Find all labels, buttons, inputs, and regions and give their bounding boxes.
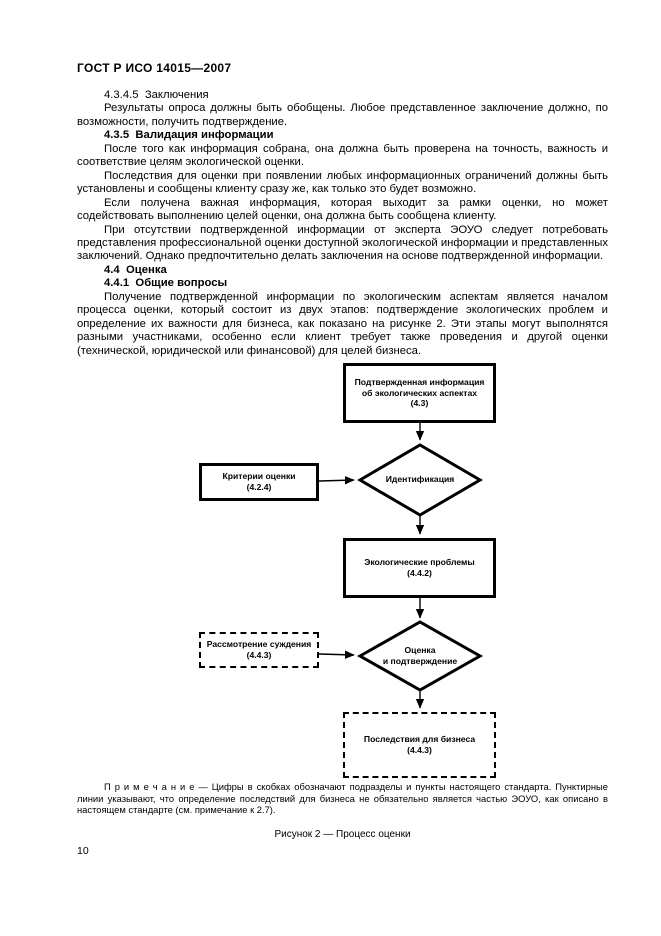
document-header: ГОСТ Р ИСО 14015—2007 [77,61,232,75]
business-consequences-label: Последствия для бизнеса [363,734,476,745]
judgement-label: Рассмотрение суждения [206,639,312,650]
validated-info-ref: (4.3) [410,398,429,409]
flowchart-connectors [318,423,484,709]
business-consequences-ref: (4.4.3) [407,745,432,755]
figure-caption: Рисунок 2 — Процесс оценки [274,829,411,840]
section-heading-435: 4.3.5 Валидация информации [104,129,274,142]
section-heading-44: 4.4 Оценка [104,263,167,276]
judgement-ref: (4.4.3) [246,650,272,660]
judgement-box: Рассмотрение суждения (4.4.3) [199,632,319,668]
body-text: 4.3.4.5 Заключения Результаты опроса дол… [77,89,608,358]
arrow-judgement-to-evaluation [318,650,355,659]
criteria-box: Критерии оценки (4.2.4) [199,463,319,501]
identification-diamond-label: Идентификация [385,474,455,484]
environmental-issues-ref: (4.4.2) [407,568,432,578]
evaluation-diamond-label: Оценка и подтверждение [382,645,458,666]
body-paragraph: После того как информация собрана, она д… [77,142,608,169]
identification-diamond [357,443,483,517]
business-consequences-box: Последствия для бизнеса (4.4.3) [343,712,496,778]
body-paragraph: Последствия для оценки при появлении люб… [77,169,608,196]
criteria-ref: (4.2.4) [246,482,272,492]
section-heading-441: 4.4.1 Общие вопросы [104,277,228,290]
criteria-label: Критерии оценки [222,471,296,482]
page-number: 10 [77,845,89,857]
validated-info-label: Подтвержденная информация об экологическ… [354,377,485,398]
body-paragraph: Результаты опроса должны быть обобщены. … [77,102,608,128]
arrow-criteria-to-identification [318,476,355,485]
evaluation-diamond [356,620,484,692]
body-paragraph: Получение подтвержденной информации по э… [77,290,608,357]
figure-note: П р и м е ч а н и е — Цифры в скобках об… [77,781,608,816]
environmental-issues-label: Экологические проблемы [364,557,475,568]
environmental-issues-box: Экологические проблемы (4.4.2) [343,538,496,598]
section-heading-4345: 4.3.4.5 Заключения [104,89,209,101]
body-paragraph: Если получена важная информация, которая… [77,196,608,223]
validated-info-box: Подтвержденная информация об экологическ… [343,363,496,423]
body-paragraph: При отсутствии подтвержденной информации… [77,223,608,263]
